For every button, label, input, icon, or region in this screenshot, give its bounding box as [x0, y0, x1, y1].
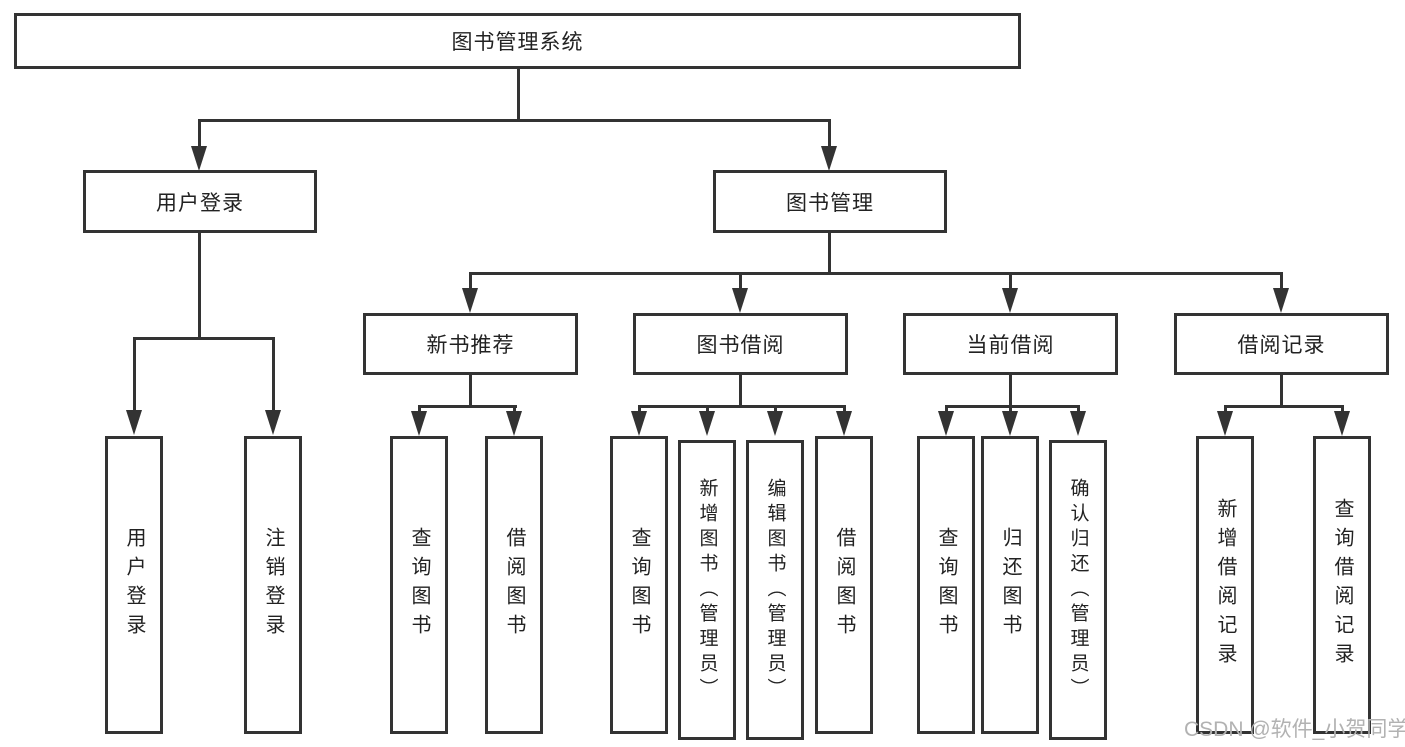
- connector-user-login-split: [133, 337, 275, 340]
- arrowhead: [462, 288, 478, 313]
- connector-drop-leaf: [1077, 405, 1080, 413]
- node-root-library-management-system: 图书管理系统: [14, 13, 1021, 69]
- connector-drop-leaf: [418, 405, 421, 413]
- connector-stem: [1280, 375, 1283, 408]
- leaf-query-books: 查询图书: [390, 436, 448, 734]
- connector-root-trunk: [517, 69, 520, 119]
- connector-drop-leaf: [513, 405, 516, 413]
- connector-stem: [1009, 375, 1012, 408]
- arrowhead: [836, 411, 852, 436]
- connector-drop-current-borrowing: [1009, 272, 1012, 290]
- leaf-label: 借阅图书: [503, 527, 525, 643]
- node-current-borrowing: 当前借阅: [903, 313, 1118, 375]
- node-user-login: 用户登录: [83, 170, 317, 233]
- connector-drop-leaf: [706, 405, 709, 413]
- leaf-label: 查询借阅记录: [1331, 498, 1353, 672]
- connector-level2-hline: [469, 272, 1283, 275]
- leaf-label: 查询图书: [935, 527, 957, 643]
- arrowhead: [265, 410, 281, 435]
- leaf-label: 新增图书（管理员）: [696, 477, 718, 703]
- csdn-watermark: CSDN @软件_小贺同学: [1184, 718, 1405, 741]
- leaf-label: 编辑图书（管理员）: [764, 477, 786, 703]
- arrowhead: [191, 146, 207, 171]
- leaf-label: 归还图书: [999, 527, 1021, 643]
- leaf-add-borrow-record: 新增借阅记录: [1196, 436, 1254, 734]
- connector-split-book-borrowing: [638, 405, 846, 408]
- arrowhead: [1273, 288, 1289, 313]
- connector-split-current-borrowing: [945, 405, 1080, 408]
- arrowhead: [126, 410, 142, 435]
- node-label: 图书借阅: [696, 334, 785, 357]
- arrowhead: [821, 146, 837, 171]
- node-new-book-recommend: 新书推荐: [363, 313, 578, 375]
- leaf-label: 查询图书: [628, 527, 650, 643]
- node-borrowing-records: 借阅记录: [1174, 313, 1389, 375]
- leaf-borrow-books: 借阅图书: [485, 436, 543, 734]
- connector-stem: [469, 375, 472, 408]
- arrowhead: [699, 411, 715, 436]
- connector-drop-borrowing-records: [1280, 272, 1283, 290]
- leaf-query-books: 查询图书: [610, 436, 668, 734]
- node-label: 借阅记录: [1237, 334, 1326, 357]
- leaf-label: 借阅图书: [833, 527, 855, 643]
- connector-book-management-stem: [828, 233, 831, 273]
- leaf-query-books: 查询图书: [917, 436, 975, 734]
- connector-drop-leaf: [843, 405, 846, 413]
- arrowhead: [631, 411, 647, 436]
- leaf-label: 查询图书: [408, 527, 430, 643]
- leaf-label: 注销登录: [262, 527, 284, 643]
- connector-drop-leaf: [945, 405, 948, 413]
- arrowhead: [767, 411, 783, 436]
- connector-stem: [739, 375, 742, 408]
- arrowhead: [1334, 411, 1350, 436]
- connector-drop-book-borrowing: [739, 272, 742, 290]
- node-label: 当前借阅: [966, 334, 1055, 357]
- connector-drop-book-management: [828, 119, 831, 149]
- leaf-logout: 注销登录: [244, 436, 302, 734]
- leaf-label: 用户登录: [123, 527, 145, 643]
- connector-drop-leaf: [1009, 405, 1012, 413]
- node-label: 图书管理: [786, 191, 874, 215]
- arrowhead: [732, 288, 748, 313]
- connector-drop-new-book-recommend: [469, 272, 472, 290]
- connector-split-borrowing-records: [1224, 405, 1344, 408]
- node-book-borrowing: 图书借阅: [633, 313, 848, 375]
- connector-drop-leaf: [638, 405, 641, 413]
- arrowhead: [1002, 411, 1018, 436]
- node-label: 用户登录: [156, 191, 244, 215]
- arrowhead: [1002, 288, 1018, 313]
- leaf-edit-books-admin: 编辑图书（管理员）: [746, 440, 804, 740]
- leaf-label: 确认归还（管理员）: [1067, 477, 1089, 703]
- connector-drop-leaf: [272, 337, 275, 411]
- connector-split-new-book-recommend: [418, 405, 517, 408]
- node-label: 新书推荐: [426, 334, 515, 357]
- connector-drop-leaf: [1224, 405, 1227, 413]
- arrowhead: [506, 411, 522, 436]
- connector-drop-leaf: [774, 405, 777, 413]
- leaf-label: 新增借阅记录: [1214, 498, 1236, 672]
- connector-level1-hline: [198, 119, 831, 122]
- leaf-query-borrow-record: 查询借阅记录: [1313, 436, 1371, 734]
- leaf-return-books: 归还图书: [981, 436, 1039, 734]
- arrowhead: [938, 411, 954, 436]
- connector-user-login-stem: [198, 233, 201, 337]
- arrowhead: [1070, 411, 1086, 436]
- connector-drop-leaf: [1341, 405, 1344, 413]
- leaf-borrow-books: 借阅图书: [815, 436, 873, 734]
- node-book-management: 图书管理: [713, 170, 947, 233]
- node-label: 图书管理系统: [451, 31, 584, 54]
- arrowhead: [411, 411, 427, 436]
- connector-drop-user-login: [198, 119, 201, 149]
- connector-drop-leaf: [133, 337, 136, 411]
- arrowhead: [1217, 411, 1233, 436]
- leaf-user-login: 用户登录: [105, 436, 163, 734]
- leaf-add-books-admin: 新增图书（管理员）: [678, 440, 736, 740]
- leaf-confirm-return-admin: 确认归还（管理员）: [1049, 440, 1107, 740]
